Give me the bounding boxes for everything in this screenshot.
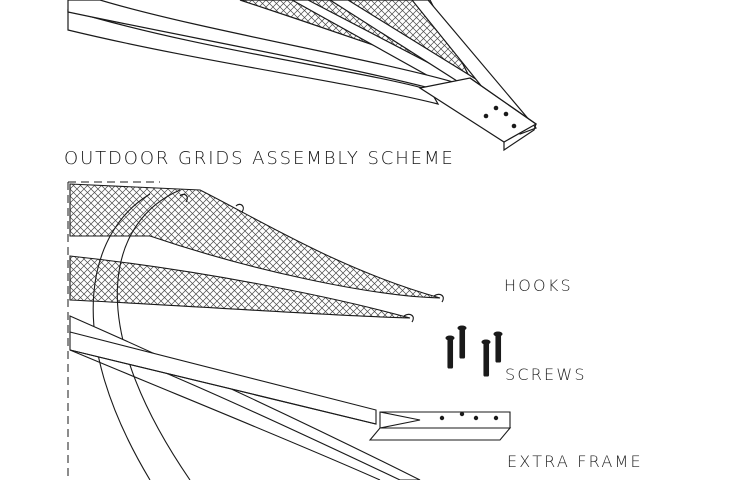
curved-cord-2 [92,193,151,480]
curved-frame-outer [67,9,440,105]
mesh-net-lower [69,255,411,319]
assembled-frame-top [67,0,538,152]
label-screws: SCREWS [505,365,587,384]
extra-frame-piece [379,411,511,429]
frame-bolt-icon [439,411,499,421]
diagram-title: OUTDOOR GRIDS ASSEMBLY SCHEME [64,148,455,169]
straight-beam [69,331,377,425]
screw-icon [445,325,503,377]
label-hooks: HOOKS [504,276,573,295]
frame-bolt-icon [483,105,517,129]
label-extra-frame: EXTRA FRAME [507,452,643,471]
hook-icon [179,193,444,323]
exploded-view [67,181,512,480]
curved-frame-band [69,315,421,480]
mesh-net-upper [69,183,441,299]
curved-cord-1 [116,189,191,480]
